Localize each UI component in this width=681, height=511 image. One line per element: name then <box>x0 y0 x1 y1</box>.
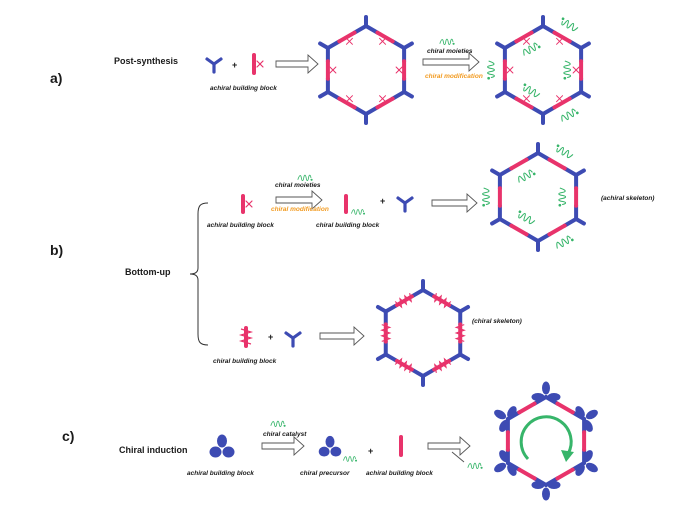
tripod-node-icon <box>284 331 302 348</box>
linker-icon <box>241 194 253 214</box>
section-b-plus-1: + <box>380 196 386 206</box>
section-c-arrow-top-text: chiral catalyst <box>263 431 307 438</box>
hexagonal-framework-chiral-skeleton <box>375 279 471 387</box>
linker-icon <box>252 53 264 75</box>
hexagonal-framework-chiral <box>486 15 591 125</box>
section-a-arrow-top-text: chiral moieties <box>427 48 473 55</box>
section-c-title: Chiral induction <box>119 445 188 455</box>
chiral-moiety-icon <box>467 462 483 470</box>
arrow-icon <box>275 53 319 75</box>
chiral-moiety-icon <box>553 143 575 160</box>
chiral-moiety-icon <box>439 38 455 46</box>
section-b-achiral-skeleton: (achiral skeleton) <box>601 195 655 202</box>
chiral-moiety-icon <box>343 456 358 463</box>
arrow-icon <box>427 435 471 457</box>
arrow-icon <box>431 192 478 214</box>
section-b-title: Bottom-up <box>125 267 171 277</box>
arrow-icon <box>319 325 365 347</box>
section-b-building-caption-3: chiral building block <box>213 358 277 365</box>
hexagonal-framework-chiral-moiety <box>481 142 586 252</box>
chiral-moiety-icon <box>557 187 567 207</box>
arrow-tail <box>451 451 465 463</box>
chiral-moiety-icon <box>351 209 366 216</box>
lobe-cluster-icon <box>209 434 235 458</box>
section-a-label: a) <box>50 70 63 86</box>
section-b-chiral-skeleton: (chiral skeleton) <box>472 318 522 325</box>
bracket <box>189 202 209 346</box>
chiral-moiety-icon <box>515 209 537 226</box>
chiral-moiety-icon <box>486 60 495 80</box>
section-b-graphics <box>189 142 586 387</box>
chiral-moiety-icon <box>562 60 572 80</box>
linker-icon <box>238 326 254 348</box>
section-a-plus: + <box>232 60 238 70</box>
chiral-moiety-icon <box>553 233 575 251</box>
section-b-building-caption-1: achiral building block <box>207 222 274 229</box>
rotation-arrow-head <box>561 450 574 462</box>
arrow-icon <box>261 435 305 457</box>
hexagonal-framework-lobed <box>494 381 598 501</box>
lobe-cluster-icon <box>318 435 342 457</box>
section-a-arrow-bottom-text: chiral modification <box>425 73 483 80</box>
chiral-moiety-icon <box>558 106 580 124</box>
arrow-icon <box>422 51 480 73</box>
section-c-graphics <box>209 381 598 501</box>
section-c-building-caption-2: achiral building block <box>366 470 433 477</box>
tripod-node-icon <box>396 196 414 213</box>
section-b-building-caption-2: chiral building block <box>316 222 380 229</box>
section-a-title: Post-synthesis <box>114 56 179 66</box>
arrow-icon <box>275 189 323 211</box>
section-b-label: b) <box>50 242 64 258</box>
hexagonal-framework-achiral <box>318 15 414 125</box>
section-c-label: c) <box>62 428 75 444</box>
section-b-arrow-top-text: chiral moieties <box>275 182 321 189</box>
tripod-node-icon <box>205 57 223 74</box>
section-c-precursor-caption: chiral precursor <box>300 470 350 477</box>
section-b-arrow-bottom-text: chiral modification <box>271 206 329 213</box>
section-b-plus-2: + <box>268 332 274 342</box>
section-c-plus: + <box>368 446 374 456</box>
chiral-moiety-icon <box>481 187 490 207</box>
chiral-moiety-icon <box>558 16 580 33</box>
chiral-moiety-icon <box>297 174 313 182</box>
chiral-moiety-icon <box>515 167 537 185</box>
section-a-building-caption: achiral building block <box>210 85 277 92</box>
section-a-graphics <box>205 15 591 125</box>
rotation-arrow <box>519 415 573 461</box>
chiral-moiety-icon <box>270 420 286 428</box>
section-c-building-caption-1: achiral building block <box>187 470 254 477</box>
